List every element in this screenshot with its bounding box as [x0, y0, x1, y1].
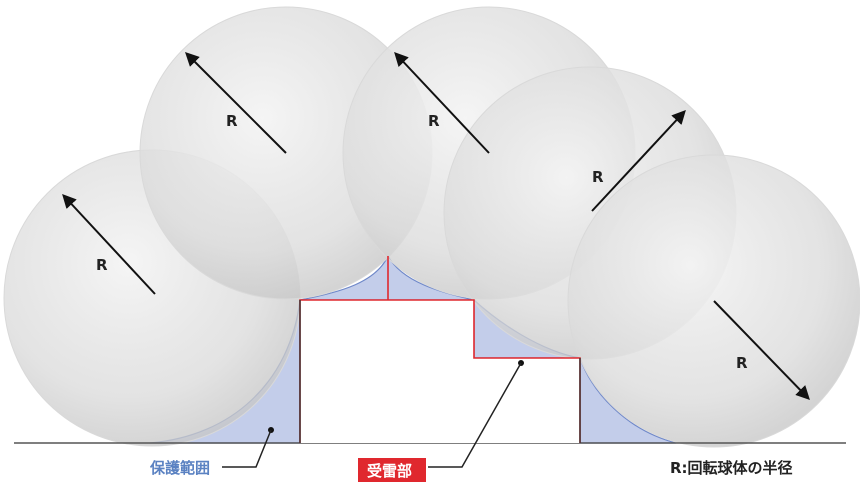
- radius-label-1: R: [96, 256, 108, 274]
- radius-arrow-4: [591, 109, 686, 212]
- radius-arrow-1: [62, 193, 156, 295]
- radius-label-5: R: [736, 354, 748, 372]
- receptor-callout: 受雷部: [358, 360, 524, 482]
- radius-arrow-5: [713, 300, 810, 401]
- protection-area-label: 保護範囲: [149, 459, 210, 477]
- radius-label-2: R: [226, 112, 238, 130]
- radius-label-3: R: [428, 112, 440, 130]
- radius-arrow-3: [394, 51, 490, 154]
- rolling-spheres: [3, 6, 860, 448]
- receptor-label: 受雷部: [367, 462, 412, 480]
- receptor-leader-line: [428, 362, 522, 468]
- radius-arrow-2: [185, 52, 287, 154]
- protection-leader-line: [222, 429, 272, 468]
- receptor-badge: [358, 458, 426, 482]
- legend-text: R:回転球体の半径: [670, 459, 793, 477]
- protection-area-callout: 保護範囲: [149, 427, 274, 477]
- radius-arrows: [62, 51, 810, 401]
- building-structure: [299, 256, 581, 443]
- radius-label-4: R: [592, 168, 604, 186]
- radius-labels: R R R R R: [96, 112, 748, 372]
